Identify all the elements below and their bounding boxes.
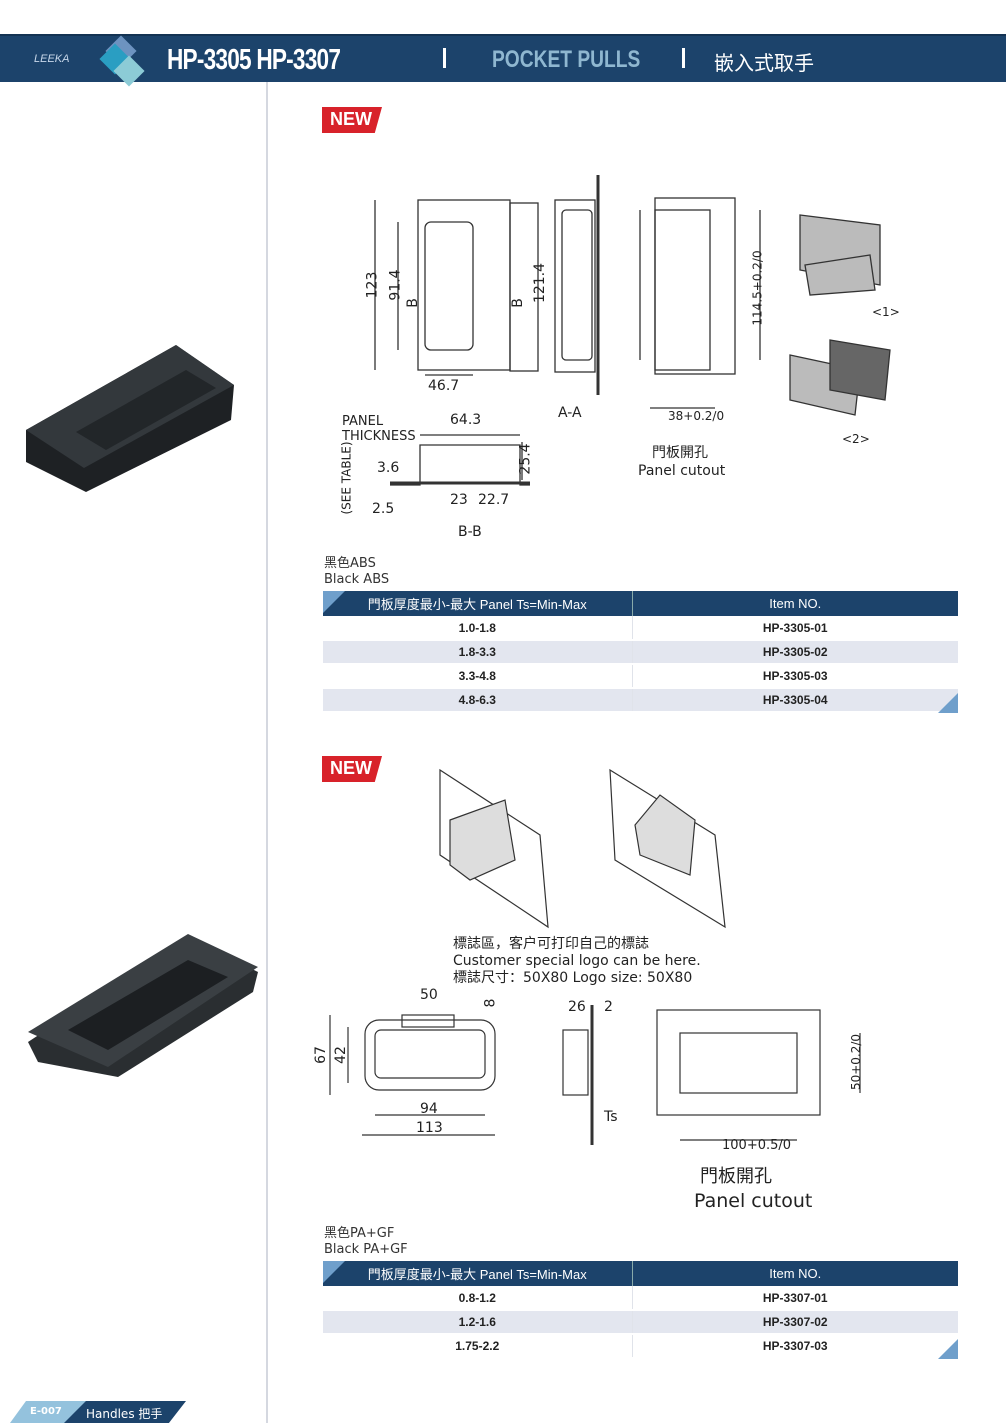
cell-thickness: 0.8-1.2 <box>323 1286 632 1311</box>
page-subtitle: POCKET PULLS <box>492 46 641 73</box>
panel-thickness-label: PANEL THICKNESS <box>342 414 416 444</box>
dim-label: 8 <box>482 998 499 1008</box>
page-title: HP-3305 HP-3307 <box>167 44 341 76</box>
dim-label: 94 <box>420 1101 438 1117</box>
dim-label: 114.5+0.2/0 <box>750 250 765 326</box>
col-header: Item NO. <box>631 1261 958 1286</box>
dim-label: 38+0.2/0 <box>668 409 725 423</box>
cell-item-no: HP-3307-01 <box>631 1286 958 1311</box>
cutout-label-en: Panel cutout <box>638 463 726 479</box>
corner-decoration <box>938 1339 958 1359</box>
cell-thickness: 4.8-6.3 <box>323 688 632 713</box>
dim-label: 100+0.5/0 <box>722 1138 792 1153</box>
dim-label: 26 <box>568 999 586 1015</box>
page-header: LEEKA HP-3305 HP-3307 POCKET PULLS 嵌入式取手 <box>0 34 1006 87</box>
cell-thickness: 3.3-4.8 <box>323 664 632 689</box>
cutout-label-cn: 門板開孔 <box>652 445 708 461</box>
cell-item-no: HP-3305-04 <box>631 688 958 713</box>
section-tab: Handles 把手 <box>64 1401 186 1423</box>
logo-note-cn: 標誌區，客户可打印自己的標誌 <box>453 936 649 952</box>
material-cn: 黑色PA+GF <box>324 1226 395 1241</box>
product-photo-hp3305 <box>26 345 234 492</box>
dim-label: 91.4 <box>387 269 404 301</box>
page-title-cn: 嵌入式取手 <box>714 51 814 75</box>
dim-label: 25.4 <box>517 443 534 475</box>
cutout-label-cn: 門板開孔 <box>700 1166 772 1187</box>
dim-label: Ts <box>604 1109 618 1125</box>
view-label: <2> <box>842 432 870 446</box>
cell-item-no: HP-3305-03 <box>631 664 958 689</box>
corner-decoration <box>323 591 345 613</box>
dim-label: 22.7 <box>478 492 510 508</box>
section-mark: B <box>404 298 421 308</box>
dim-label: 64.3 <box>450 412 482 428</box>
divider <box>682 48 685 68</box>
section-label: B-B <box>458 524 482 540</box>
material-cn: 黑色ABS <box>324 556 376 571</box>
cell-thickness: 1.8-3.3 <box>323 640 632 665</box>
column-divider <box>266 82 268 1423</box>
cell-item-no: HP-3305-01 <box>631 616 958 641</box>
divider <box>443 48 446 68</box>
new-badge: NEW <box>322 756 382 782</box>
dim-label: 67 <box>312 1046 329 1064</box>
col-header: 門板厚度最小-最大 Panel Ts=Min-Max <box>323 1261 632 1286</box>
hp3305-technical-drawing <box>374 175 891 486</box>
dim-label: 2.5 <box>372 501 395 517</box>
cell-thickness: 1.75-2.2 <box>323 1334 632 1359</box>
corner-decoration <box>323 1261 345 1283</box>
cell-thickness: 1.2-1.6 <box>323 1310 632 1335</box>
hp3307-technical-drawing <box>329 768 861 1145</box>
section-mark: B <box>509 298 526 308</box>
dim-label: 50 <box>420 987 438 1003</box>
dim-label: 2 <box>604 999 613 1015</box>
see-table-label: (SEE TABLE) <box>339 441 354 515</box>
col-header: 門板厚度最小-最大 Panel Ts=Min-Max <box>323 591 632 616</box>
col-header: Item NO. <box>631 591 958 616</box>
dim-label: 50+0.2/0 <box>849 1033 864 1091</box>
cell-item-no: HP-3305-02 <box>631 640 958 665</box>
logo-note: 標誌區，客户可打印自己的標誌 Customer special logo can… <box>453 936 701 987</box>
cell-item-no: HP-3307-03 <box>631 1334 958 1359</box>
logo-note-en: Customer special logo can be here. <box>453 953 701 969</box>
view-label: <1> <box>872 305 900 319</box>
dim-label: 42 <box>332 1046 349 1064</box>
new-badge: NEW <box>322 107 382 133</box>
corner-decoration <box>938 693 958 713</box>
dim-label: 121.4 <box>532 262 549 304</box>
cell-thickness: 1.0-1.8 <box>323 616 632 641</box>
section-label: A-A <box>558 405 582 421</box>
cutout-label-en: Panel cutout <box>694 1190 813 1212</box>
logo-size-note: 標誌尺寸：50X80 Logo size: 50X80 <box>453 970 693 986</box>
dim-label: 46.7 <box>428 378 460 394</box>
product-photo-hp3307 <box>28 934 258 1077</box>
material-en: Black PA+GF <box>324 1242 408 1257</box>
cell-item-no: HP-3307-02 <box>631 1310 958 1335</box>
material-en: Black ABS <box>324 572 390 587</box>
brand-logo: LEEKA <box>34 53 70 65</box>
dim-label: 123 <box>364 271 381 299</box>
dim-label: 23 <box>450 492 468 508</box>
dim-label: 113 <box>416 1120 443 1136</box>
dim-label: 3.6 <box>377 460 400 476</box>
